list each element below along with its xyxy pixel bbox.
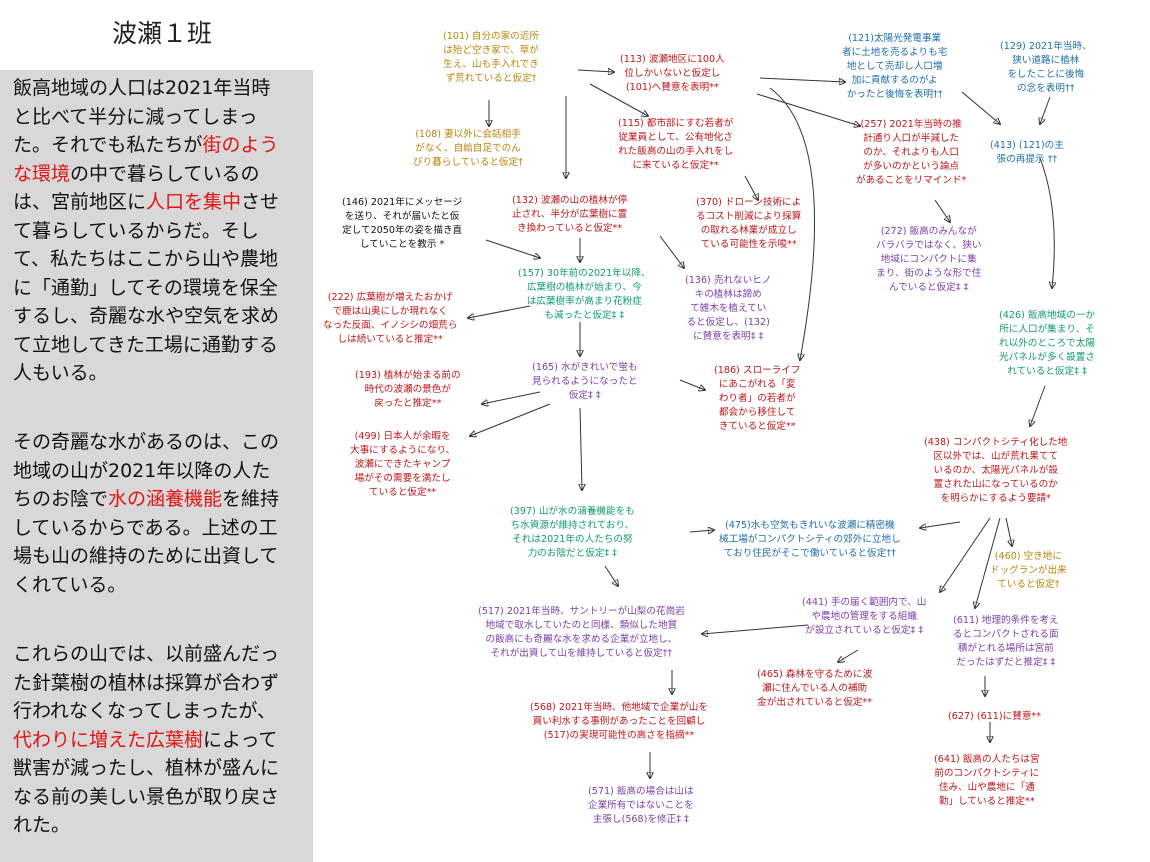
arrow-113-121 (759, 77, 845, 82)
arrow-113-186 (769, 87, 815, 360)
narrative-text: を維持しているからである。上述の工場も山の維持のために出資してくれている。 (13, 488, 280, 596)
node-186: (186) スローライフ にあこがれる「変 わり者」の若者が 都会から移住して … (714, 365, 801, 432)
arrow-441-517 (702, 624, 809, 634)
highlighted-phrase: 人口を集中 (146, 191, 242, 213)
node-413: (413) (121)の主 張の再提示 †† (990, 140, 1064, 165)
highlighted-phrase: 街のような環境 (13, 134, 279, 185)
arrow-441-465 (838, 649, 859, 662)
arrow-113-115 (589, 83, 648, 116)
arrow-132-136 (659, 235, 684, 268)
narrative-panel (0, 70, 313, 862)
narrative-text: の中で暮らしているのは、宮前地区に (13, 162, 260, 214)
narrative-paragraph-3: これらの山では、以前盛んだった針葉樹の植林は採算が合わず行われなくなってしまった… (13, 640, 288, 840)
arrow-438-475 (920, 521, 961, 528)
slide-title: 波瀬１班 (112, 19, 213, 48)
node-465: (465) 森林を守るために波 瀬に住んでいる人の補助 金が出されていると仮定*… (757, 669, 873, 708)
node-136: (136) 売れないヒノ キの植林は諦め て雑木を植えてい ると仮定し、(132… (685, 275, 772, 342)
node-113: (113) 波瀬地区に100人 位しかいないと仮定し (101)へ賛意を表明** (620, 54, 725, 93)
node-571: (571) 飯高の場合は山は 企業所有ではないことを 主張し(568)を修正‡ … (588, 786, 694, 825)
arrow-438-611 (975, 517, 1001, 608)
node-193: (193) 植林が始まる前の 時代の波瀬の景色が 戻ったと推定** (355, 370, 461, 409)
narrative-text: その奇麗な水があるのは、この地域の山が2021年以降の人たちのお陰で (13, 431, 280, 510)
node-257: (257) 2021年当時の推 計通り人口が半減した のか、それよりも人口 が多… (856, 119, 967, 186)
node-115: (115) 都市部にすむ若者が 従業員として、公有地化さ れた飯高の山の手入れを… (618, 118, 734, 171)
narrative-text: によって獣害が減ったし、植林が盛んになる前の美しい景色が取り戻された。 (13, 728, 280, 837)
arrow-397-475 (689, 530, 714, 532)
node-370: (370) ドローン技術によ るコスト削減により採算 の取れる林業が成立し てい… (696, 197, 802, 250)
arrow-157-222 (468, 305, 531, 318)
arrow-129-413 (1040, 96, 1051, 124)
node-441: (441) 手の届く範囲内で、山 や農地の管理をする組織 が設立されていると仮定… (802, 597, 927, 636)
node-397: (397) 山が水の涵養機能をも ち水資源が維持されており、 それは2021年の… (510, 506, 635, 559)
node-121: (121)太陽光発電事業 者に土地を売るよりも宅 地として売却し人口増 加に貢献… (842, 33, 948, 100)
narrative-text: させて暮らしているからだ。そして、私たちはここから山や農地に「通勤」してその環境… (13, 191, 280, 384)
narrative-paragraph-2: その奇麗な水があるのは、この地域の山が2021年以降の人たちのお陰で水の涵養機能… (13, 428, 288, 599)
highlighted-phrase: 代わりに増えた広葉樹 (13, 728, 204, 751)
node-272: (272) 飯高のみんなが バラバラではなく、狭い 地域にコンパクトに集 まり、… (876, 226, 982, 293)
node-222: (222) 広葉樹が増えたおかげ で鹿は山奥にしか現れなく なった反面、イノシシ… (323, 292, 458, 345)
arrow-397-517 (604, 565, 618, 586)
node-460: (460) 空き地に ドッグランが出来 ていると仮定† (990, 551, 1067, 590)
arrow-165-193 (482, 391, 541, 404)
node-438: (438) コンパクトシティ化した地 区以外では、山が荒れ果てて いるのか、太陽… (924, 437, 1068, 504)
node-517: (517) 2021年当時、サントリーが山梨の花崗岩 地域で取水していたのと同様… (478, 606, 685, 659)
node-165: (165) 水がきれいで蛍も 見られるようになったと 仮定‡ ‡ (532, 362, 638, 401)
node-146: (146) 2021年にメッセージ を送り、それが届いたと仮 定して2050年の… (342, 197, 463, 250)
arrow-121-413 (961, 91, 1000, 124)
node-475: (475)水も空気もきれいな波瀬に精密機 械工場がコンパクトシティの郊外に立地し… (719, 520, 901, 559)
node-101: (101) 自分の家の近所 は殆ど空き家で、草が 生え、山も手入れでき ず荒れて… (443, 31, 540, 84)
arrow-438-460 (1005, 517, 1012, 546)
node-426: (426) 飯高地域の一か 所に人口が集まり、そ れ以外のところで太陽 光パネル… (999, 310, 1096, 377)
node-108: (108) 妻以外に会話相手 がなく、自給自足でのん びり暮らしていると仮定† (413, 129, 524, 168)
arrow-426-438 (1030, 385, 1046, 426)
node-627: (627) (611)に賛意** (948, 711, 1042, 722)
arrow-146-157 (485, 239, 540, 258)
narrative-text: 飯高地域の人口は2021年当時と比べて半分に減ってしまった。それでも私たちが (13, 77, 271, 156)
arrow-165-499 (470, 403, 551, 436)
node-157: (157) 30年前の2021年以降、 広葉樹の植林が始まり、今 は広葉樹率が高… (518, 268, 651, 321)
arrow-113-257 (756, 93, 860, 126)
narrative-paragraph-1: 飯高地域の人口は2021年当時と比べて半分に減ってしまった。それでも私たちが街の… (13, 74, 288, 388)
arrow-115-370 (744, 175, 758, 200)
arrow-101-113 (577, 70, 614, 72)
highlighted-phrase: 水の涵養機能 (108, 488, 223, 510)
node-641: (641) 飯高の人たちは宮 前のコンパクトシティに 住み、山や農地に「通 勤」… (934, 754, 1040, 807)
node-611: (611) 地理的条件を考え るとコンパクトされる面 積がとれる場所は宮前 だっ… (953, 615, 1059, 668)
node-568: (568) 2021年当時、他地域で企業が山を 買い利水する事例があったことを回… (530, 702, 708, 741)
arrow-413-426 (1039, 157, 1054, 288)
node-132: (132) 波瀬の山の植林が停 止され、半分が広葉樹に置 き換わっていると仮定*… (512, 195, 628, 234)
arrow-257-272 (934, 199, 950, 222)
arrow-165-186 (679, 379, 705, 390)
node-499: (499) 日本人が余暇を 大事にするようになり、 波瀬にできたキャンプ 場がそ… (350, 431, 456, 498)
arrow-438-441 (940, 517, 991, 592)
node-129: (129) 2021年当時、 狭い道路に植林 をしたことに後悔 の念を表明†† (1000, 41, 1092, 94)
arrow-165-397 (580, 407, 582, 490)
narrative-text: これらの山では、以前盛んだった針葉樹の植林は採算が合わず行われなくなってしまった… (13, 643, 280, 722)
